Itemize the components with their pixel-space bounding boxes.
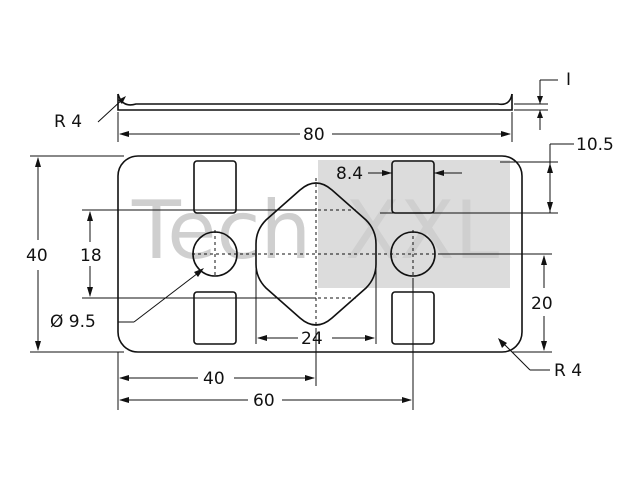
slot-bottom-left [193,291,237,345]
side-radius-arrow [118,96,126,104]
dim-edge-to-slot: 10.5 [380,135,614,214]
spacing-label: 18 [80,246,102,266]
hex-arrow-right [365,335,375,341]
length-label: 80 [303,125,325,145]
offset-arrow-left [119,375,129,381]
height-arrow-bottom [35,341,41,351]
thickness-label: I [566,70,571,90]
diameter-label: Ø 9.5 [50,312,96,332]
length-arrow-right [501,131,511,137]
center-cutout [255,182,377,326]
dim-hole-height: 20 [440,253,553,353]
hole-height-label: 20 [531,294,553,314]
dim-hole-to-hole: 60 [119,278,414,411]
offset-arrow-right [305,375,315,381]
dim-hole-spacing: 18 [80,209,316,299]
slot-top-left [193,160,237,214]
dim-overall-height: 40 [26,155,124,353]
watermark-text-left: Tech [131,184,311,277]
length-arrow-left [119,131,129,137]
h2h-label: 60 [253,391,275,411]
hole-height-arrow-bottom [541,341,547,351]
hole-height-arrow-top [541,255,547,265]
top-view [117,155,523,353]
spacing-arrow-bottom [87,287,93,297]
side-radius-leader [97,97,125,123]
side-radius-label: R 4 [54,112,82,132]
watermark: Tech XXL [131,160,510,288]
diameter-arrow [194,268,204,277]
h2h-arrow-left [119,397,129,403]
dim-center-offset: 40 [117,330,317,410]
edge-slot-label: 10.5 [576,135,614,155]
thickness-arrow-bottom [537,110,543,118]
edge-slot-arrow-top [547,163,553,173]
height-label: 40 [26,246,48,266]
spacing-arrow-top [87,211,93,221]
corner-radius-arrow [498,338,507,348]
slot-width-arrow-right [434,170,444,176]
h2h-arrow-right [402,397,412,403]
watermark-block [318,160,510,288]
offset-label: 40 [203,369,225,389]
height-arrow-top [35,157,41,167]
dim-corner-radius: R 4 [498,338,582,381]
slot-width-label: 8.4 [336,164,363,184]
watermark-text-right: XXL [345,184,500,277]
slot-width-arrow-left [382,170,392,176]
side-view-bottom-edge [117,94,513,111]
dim-slot-width: 8.4 [336,164,462,184]
hex-label: 24 [301,329,323,349]
edge-slot-arrow-bottom [547,202,553,212]
dim-hex-width: 24 [255,268,377,349]
corner-radius-label: R 4 [554,361,582,381]
side-view-top-edge [117,93,513,106]
thickness-arrow-top [537,96,543,104]
diameter-leader-diagonal [133,269,203,323]
side-view: R 4 I 80 [54,70,571,145]
hex-arrow-left [257,335,267,341]
dim-hole-diameter: Ø 9.5 [50,268,204,332]
